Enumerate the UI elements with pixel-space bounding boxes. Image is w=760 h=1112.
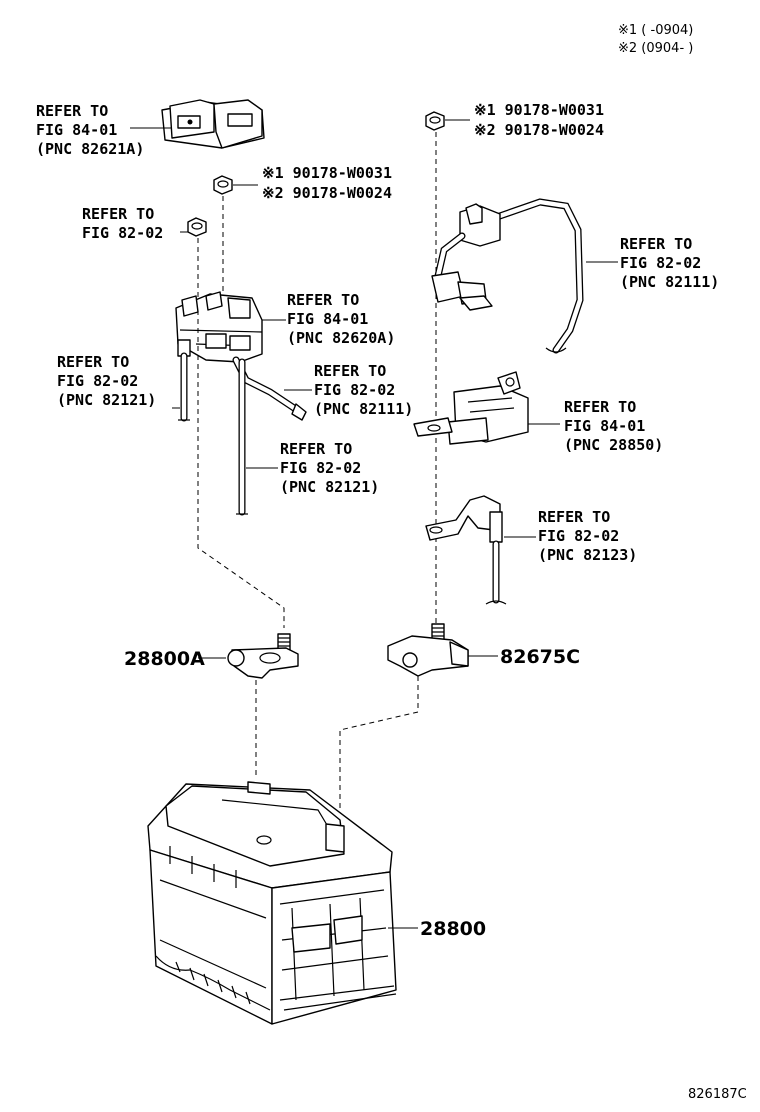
callout-cable-mid: REFER TO FIG 82-02 (PNC 82111) [314, 362, 413, 418]
svg-text:※2 90178-W0024: ※2 90178-W0024 [474, 121, 604, 139]
cable-left-icon [178, 352, 190, 422]
svg-text:(PNC 82621A): (PNC 82621A) [36, 140, 144, 158]
callout-fuse-block: REFER TO FIG 84-01 (PNC 82620A) [287, 291, 395, 347]
svg-text:FIG 82-02: FIG 82-02 [82, 224, 163, 242]
svg-text:FIG 84-01: FIG 84-01 [287, 310, 368, 328]
svg-text:REFER TO: REFER TO [287, 291, 359, 309]
svg-text:FIG 82-02: FIG 82-02 [314, 381, 395, 399]
callout-ground-cable: REFER TO FIG 82-02 (PNC 82123) [538, 508, 637, 564]
legend-note-1: ※1 ( -0904) [618, 23, 693, 38]
callout-cable-lower: REFER TO FIG 82-02 (PNC 82121) [280, 440, 379, 496]
svg-text:(PNC 82123): (PNC 82123) [538, 546, 637, 564]
svg-text:※1 90178-W0031: ※1 90178-W0031 [262, 164, 392, 182]
part-label-28800A: 28800A [124, 648, 205, 670]
legend-note-2: ※2 (0904- ) [618, 41, 693, 56]
svg-text:FIG 82-02: FIG 82-02 [280, 459, 361, 477]
bolt-left-icon [187, 217, 207, 237]
cable-lower-icon [236, 358, 248, 516]
svg-text:FIG 82-02: FIG 82-02 [538, 527, 619, 545]
nut-right-icon [425, 111, 445, 131]
svg-text:(PNC 82121): (PNC 82121) [280, 478, 379, 496]
svg-text:(PNC 82111): (PNC 82111) [620, 273, 719, 291]
svg-text:REFER TO: REFER TO [36, 102, 108, 120]
svg-text:(PNC 82121): (PNC 82121) [57, 391, 156, 409]
svg-text:REFER TO: REFER TO [57, 353, 129, 371]
current-sensor-icon [413, 371, 529, 445]
fusible-link-block-icon [161, 99, 265, 149]
cable-right-top-icon [431, 198, 584, 354]
callout-cable-left-lower: REFER TO FIG 82-02 (PNC 82121) [57, 353, 156, 409]
ground-cable-icon [425, 495, 507, 605]
svg-text:REFER TO: REFER TO [314, 362, 386, 380]
svg-text:REFER TO: REFER TO [620, 235, 692, 253]
svg-text:※2 90178-W0024: ※2 90178-W0024 [262, 184, 392, 202]
callout-nut-left: ※1 90178-W0031 ※2 90178-W0024 [262, 164, 392, 202]
svg-text:REFER TO: REFER TO [280, 440, 352, 458]
nut-left-icon [213, 175, 233, 195]
callout-bolt-left: REFER TO FIG 82-02 [82, 205, 163, 242]
callout-cable-right-top: REFER TO FIG 82-02 (PNC 82111) [620, 235, 719, 291]
svg-text:(PNC 82620A): (PNC 82620A) [287, 329, 395, 347]
fuse-block-icon [175, 291, 263, 363]
svg-text:REFER TO: REFER TO [564, 398, 636, 416]
svg-text:FIG 84-01: FIG 84-01 [564, 417, 645, 435]
svg-text:FIG 82-02: FIG 82-02 [57, 372, 138, 390]
svg-text:FIG 82-02: FIG 82-02 [620, 254, 701, 272]
battery-icon [147, 781, 397, 1025]
svg-text:FIG 84-01: FIG 84-01 [36, 121, 117, 139]
svg-text:REFER TO: REFER TO [82, 205, 154, 223]
negative-terminal-icon [387, 623, 469, 677]
positive-terminal-icon [227, 633, 299, 679]
callout-sensor: REFER TO FIG 84-01 (PNC 28850) [564, 398, 663, 454]
svg-text:REFER TO: REFER TO [538, 508, 610, 526]
callout-nut-right: ※1 90178-W0031 ※2 90178-W0024 [474, 101, 604, 139]
part-label-82675C: 82675C [500, 646, 580, 668]
part-label-28800: 28800 [420, 918, 486, 940]
svg-text:(PNC 28850): (PNC 28850) [564, 436, 663, 454]
callout-top-left-block: REFER TO FIG 84-01 (PNC 82621A) [36, 102, 144, 158]
diagram-code: 826187C [688, 1087, 747, 1102]
svg-text:(PNC 82111): (PNC 82111) [314, 400, 413, 418]
svg-text:※1 90178-W0031: ※1 90178-W0031 [474, 101, 604, 119]
